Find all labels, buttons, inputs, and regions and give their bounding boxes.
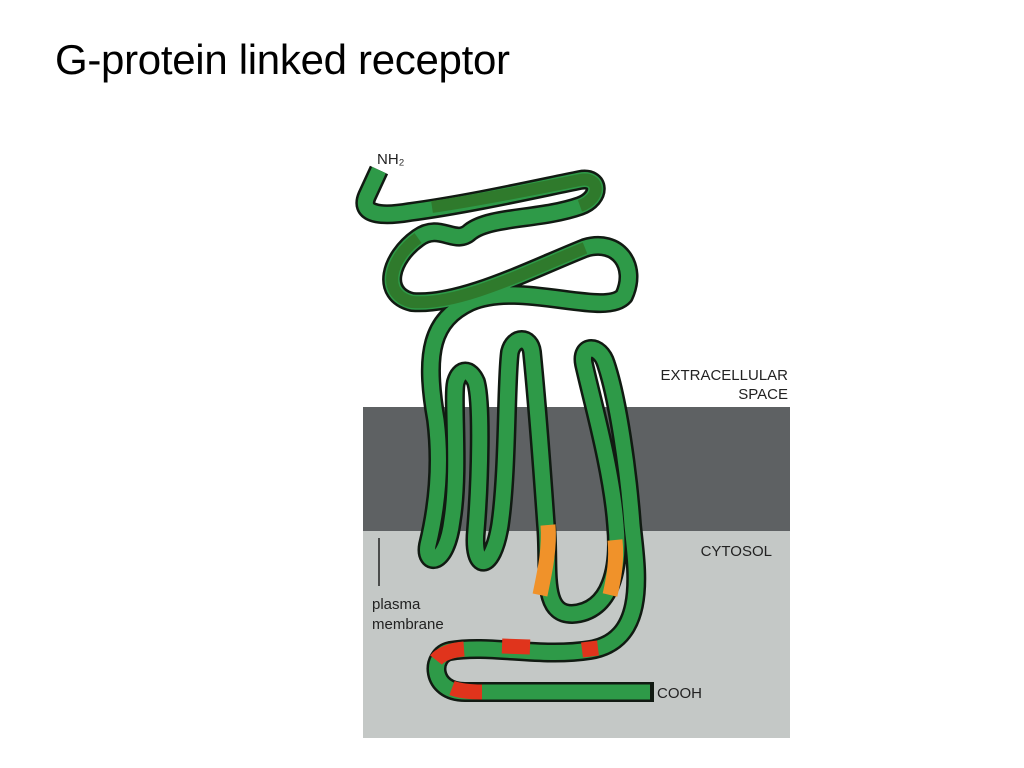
extracellular-label-line1: EXTRACELLULAR <box>660 367 788 384</box>
slide-title: G-protein linked receptor <box>55 36 510 83</box>
n-terminus-label: NH₂ <box>377 151 405 168</box>
extracellular-dark-segments <box>386 173 602 309</box>
orange-segments <box>532 524 624 597</box>
membrane-label-line2: membrane <box>372 616 444 633</box>
protein-chain <box>357 166 652 700</box>
c-terminus-cap <box>650 682 654 702</box>
extracellular-label-line2: SPACE <box>738 386 788 403</box>
membrane-label-line1: plasma <box>372 596 421 613</box>
cytosol-label: CYTOSOL <box>701 543 772 560</box>
red-segments <box>430 638 599 700</box>
c-terminus-label: COOH <box>657 685 702 702</box>
